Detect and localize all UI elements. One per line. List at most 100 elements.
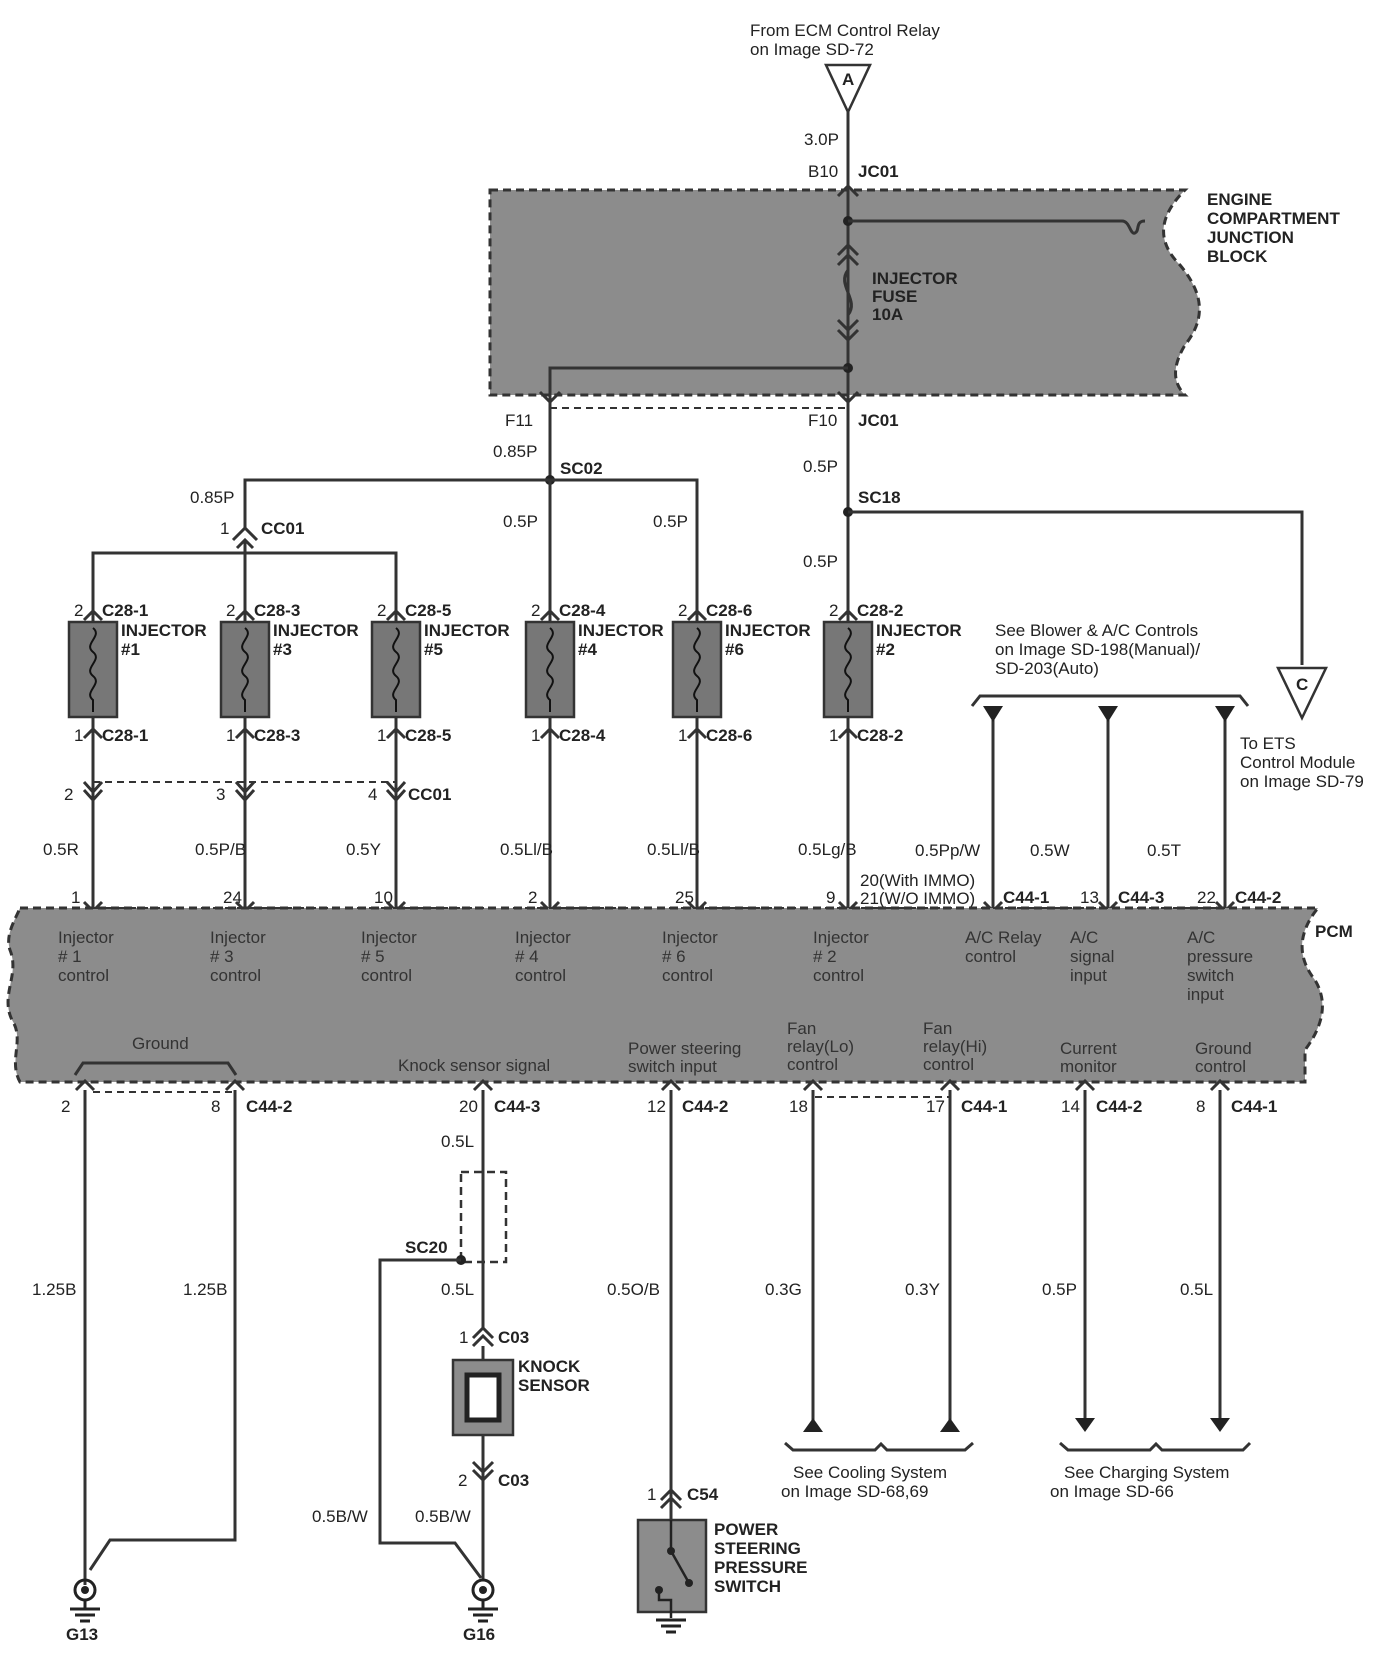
pcm-lower-labels: Ground Knock sensor signal Power steerin… — [73, 1019, 1252, 1076]
wire-085p-b: 0.85P — [190, 488, 234, 507]
fan-hi-arrow — [940, 1418, 960, 1432]
injector-wire-color: 0.5Ll/B — [647, 840, 700, 859]
injector-top-conn: C28-1 — [102, 601, 148, 620]
c03-top-pin: 1 — [459, 1328, 468, 1347]
blower-bracket — [970, 694, 1250, 707]
injector-coil-icon — [89, 627, 97, 712]
injector-top-connector — [234, 608, 256, 622]
injector-bottom-connector — [837, 726, 859, 740]
injector-bottom-pin: 1 — [829, 726, 838, 745]
injector-bottom-conn: C28-1 — [102, 726, 148, 745]
pcm-function-label: control — [210, 966, 261, 985]
wire-05l-gnd: 0.5L — [1180, 1280, 1213, 1299]
injector-bottom-connector — [686, 726, 708, 740]
svg-text:21(W/O IMMO): 21(W/O IMMO) — [860, 889, 975, 908]
svg-text:Knock sensor signal: Knock sensor signal — [398, 1056, 550, 1075]
ground-g16-icon — [468, 1578, 498, 1623]
pcm-bottom-conn: C44-2 — [246, 1097, 292, 1116]
source-label-line1: From ECM Control Relay — [750, 21, 940, 40]
injector-fuse-label: INJECTOR FUSE 10A — [872, 269, 958, 324]
svg-text:Fan: Fan — [787, 1019, 816, 1038]
injector-bottom-pin: 1 — [531, 726, 540, 745]
fuse-top-connector — [836, 242, 860, 267]
pcm-label: PCM — [1315, 922, 1353, 941]
svg-text:SD-203(Auto): SD-203(Auto) — [995, 659, 1099, 678]
svg-text:ENGINE: ENGINE — [1207, 190, 1272, 209]
wire-03y: 0.3Y — [905, 1280, 940, 1299]
injector-bottom-connector — [82, 726, 104, 740]
ground-g13-icon — [70, 1578, 100, 1623]
cc01-lower-connector — [82, 780, 104, 803]
fan-lo-arrow — [803, 1418, 823, 1432]
pcm-bottom-pin-number: 2 — [61, 1097, 70, 1116]
splice-sc02-label: SC02 — [560, 459, 603, 478]
splice-sc18-label: SC18 — [858, 488, 901, 507]
injector-top-pin: 2 — [74, 601, 83, 620]
svg-text:FUSE: FUSE — [872, 287, 917, 306]
ground-g13-label: G13 — [66, 1625, 98, 1644]
svg-text:COMPARTMENT: COMPARTMENT — [1207, 209, 1340, 228]
blower-reference: See Blower & A/C Controls on Image SD-19… — [995, 621, 1200, 678]
wire-125b-b: 1.25B — [183, 1280, 227, 1299]
injector-bottom-conn: C28-4 — [559, 726, 606, 745]
injector-name: INJECTOR — [876, 621, 962, 640]
injector-top-conn: C28-6 — [706, 601, 752, 620]
sc02-bus — [243, 478, 699, 608]
ac-wire-color: 0.5Pp/W — [915, 841, 980, 860]
charging-reference: See Charging System on Image SD-66 — [1050, 1463, 1229, 1501]
pcm-function-label: A/C — [1187, 928, 1215, 947]
injector-coil-icon — [392, 627, 400, 712]
ac-wire-color: 0.5W — [1030, 841, 1070, 860]
pcm-function-label: # 2 — [813, 947, 837, 966]
connector-a-triangle — [824, 63, 872, 115]
injector-top-conn: C28-3 — [254, 601, 300, 620]
injector-bottom-conn: C28-3 — [254, 726, 300, 745]
injector-name: INJECTOR — [578, 621, 664, 640]
pcm-function-label: pressure — [1187, 947, 1253, 966]
injector-top-connector — [82, 608, 104, 622]
pcm-box — [6, 906, 1324, 1084]
pcm-function-label: control — [965, 947, 1016, 966]
cc01-top-label: CC01 — [261, 519, 304, 538]
injector-bottom-conn: C28-6 — [706, 726, 752, 745]
svg-text:JUNCTION: JUNCTION — [1207, 228, 1294, 247]
svg-text:See Blower & A/C Controls: See Blower & A/C Controls — [995, 621, 1198, 640]
svg-text:relay(Lo): relay(Lo) — [787, 1037, 854, 1056]
pcm-function-label: signal — [1070, 947, 1114, 966]
svg-text:monitor: monitor — [1060, 1057, 1117, 1076]
source-label-line2: on Image SD-72 — [750, 40, 874, 59]
pcm-bottom-pin-number: 17 — [926, 1097, 945, 1116]
pcm-function-label: # 6 — [662, 947, 686, 966]
wire-05bw-a: 0.5B/W — [312, 1507, 368, 1526]
fuse-bottom-connector — [836, 318, 860, 343]
pcm-bottom-pin-number: 18 — [789, 1097, 808, 1116]
pcm-bottom-pin-number: 14 — [1061, 1097, 1080, 1116]
pcm-function-label: Injector — [813, 928, 869, 947]
junction-block-name: ENGINE COMPARTMENT JUNCTION BLOCK — [1207, 190, 1340, 266]
ac-arrow — [983, 706, 1003, 722]
injector-number: #6 — [725, 640, 744, 659]
jc01-bottom-label: JC01 — [858, 411, 899, 430]
cc01-lower-connector — [385, 780, 407, 803]
shield-wire — [378, 1258, 483, 1579]
knock-sensor-name-1: KNOCK — [518, 1357, 581, 1376]
c54-pin: 1 — [647, 1485, 656, 1504]
jb-f11-wire — [548, 366, 848, 402]
ground-wire-2 — [88, 1090, 237, 1571]
pcm-bottom-connector — [802, 1078, 824, 1092]
injector-bottom-connector — [385, 726, 407, 740]
svg-text:on Image SD-198(Manual)/: on Image SD-198(Manual)/ — [995, 640, 1200, 659]
pcm-function-label: switch — [1187, 966, 1234, 985]
injector-coil-icon — [844, 627, 852, 712]
wire-125b-a: 1.25B — [32, 1280, 76, 1299]
injector-coil-icon — [546, 627, 554, 712]
